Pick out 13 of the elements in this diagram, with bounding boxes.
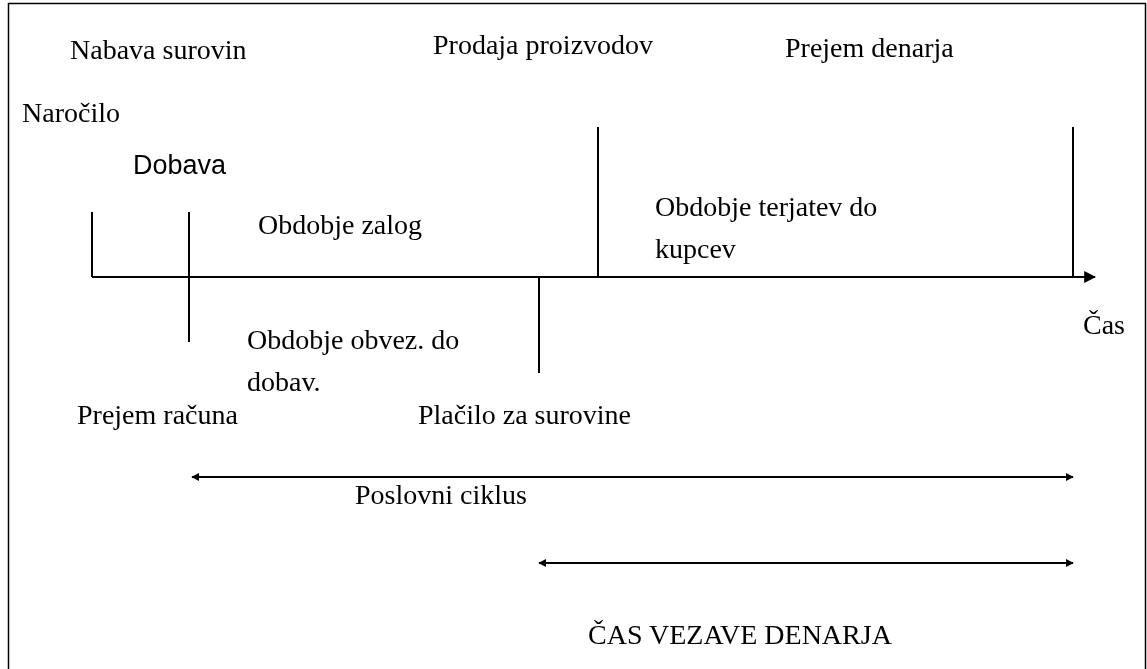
timeline-label: Dobava	[133, 149, 227, 182]
timeline-label: Prejem računa	[77, 398, 238, 432]
timeline-label: Plačilo za surovine	[418, 398, 632, 432]
timeline-label: Prejem denarja	[785, 31, 954, 65]
timeline-label: Prodaja proizvodov	[433, 28, 654, 62]
timeline-label: Obdobje terjatev do kupcev	[655, 190, 879, 266]
timeline-label: Naročilo	[22, 96, 120, 130]
timeline-label: Nabava surovin	[70, 33, 247, 67]
timeline-label: Poslovni ciklus	[355, 478, 527, 512]
timeline-label: Čas	[1083, 308, 1125, 342]
timeline-label: ČAS VEZAVE DENARJA	[588, 618, 892, 652]
timeline-label: Obdobje zalog	[258, 208, 423, 242]
timeline-label: Obdobje obvez. do dobav.	[247, 323, 461, 399]
